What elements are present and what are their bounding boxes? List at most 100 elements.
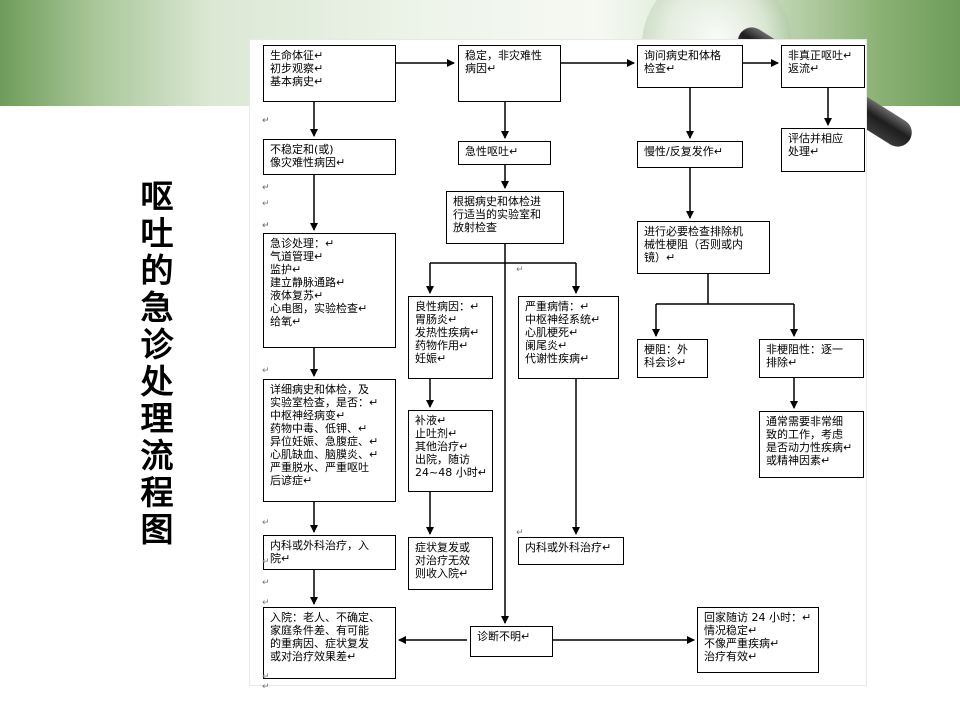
flow-box-line: 则收入院↵ <box>415 567 469 580</box>
flow-box-line: 止吐剂↵ <box>415 427 458 440</box>
flow-box-line: 治疗有效↵ <box>704 650 758 663</box>
flow-box-line: 科会诊↵ <box>644 356 687 369</box>
flow-box-line: 械性梗阻（否则或内 <box>644 238 743 251</box>
flow-box-line: 建立静脉通路↵ <box>270 276 346 289</box>
flow-box-line: 稳定，非灾难性 <box>465 49 542 62</box>
flow-box-line: 良性病因：↵ <box>415 300 480 313</box>
flow-box-line: 的重病因、症状复发 <box>270 637 369 650</box>
flow-box-line: 镜）↵ <box>644 251 676 264</box>
flow-box-line: 处理↵ <box>788 145 820 158</box>
flow-box-line: 基本病史↵ <box>270 75 324 88</box>
flow-box-line: 返流↵ <box>788 62 820 75</box>
page-title-char: 流 <box>140 436 174 475</box>
page-title-char: 处 <box>140 362 174 401</box>
flow-box-line: 根据病史和体检进 <box>453 195 541 208</box>
flow-box-line: 家庭条件差、有可能 <box>270 624 369 637</box>
flow-box-line: 24~48 小时↵ <box>415 466 487 479</box>
paragraph-mark: ↵ <box>262 221 270 231</box>
flow-box-line: 气道管理↵ <box>270 250 324 263</box>
flow-box-line: 急诊处理：↵ <box>270 237 335 250</box>
flow-box-line: 胃肠炎↵ <box>415 313 458 326</box>
flow-box-mechanical: 进行必要检查排除机械性梗阻（否则或内镜）↵ <box>637 221 770 274</box>
flow-box-followup: 回家随访 24 小时：↵情况稳定↵不像严重疾病↵治疗有效↵ <box>697 607 819 673</box>
flow-box-line: 药物中毒、低钾、↵ <box>270 422 368 435</box>
flow-box-notreal: 非真正呕吐↵返流↵ <box>781 45 865 88</box>
flow-box-chronic: 慢性/反复发作↵ <box>637 141 743 168</box>
paragraph-mark: ↵ <box>262 366 270 376</box>
paragraph-mark: ↵ <box>262 578 270 588</box>
flow-box-unstable: 不稳定和(或)像灾难性病因↵ <box>263 139 396 175</box>
flow-box-line: 后谚症↵ <box>270 474 313 487</box>
paragraph-mark: ↵ <box>262 682 270 692</box>
flow-box-line: 是否动力性疾病↵ <box>766 441 853 454</box>
flow-box-line: 代谢性疾病↵ <box>525 352 590 365</box>
flow-box-line: 监护↵ <box>270 263 302 276</box>
flow-box-line: 出院，随访 <box>415 453 470 466</box>
flow-box-line: 发热性疾病↵ <box>415 326 480 339</box>
flow-box-medsurg2: 内科或外科治疗↵ <box>518 537 624 565</box>
flow-box-relapse: 症状复发或对治疗无效则收入院↵ <box>408 537 493 590</box>
flow-box-emergency: 急诊处理：↵气道管理↵监护↵建立静脉通路↵液体复苏↵心电图，实验检查↵给氧↵ <box>263 233 396 348</box>
flow-box-medsurg1: 内科或外科治疗，入院↵ <box>263 535 396 570</box>
page-title-char: 的 <box>140 251 174 290</box>
flow-box-line: 询问病史和体格 <box>644 49 721 62</box>
flow-box-line: 初步观察↵ <box>270 62 324 75</box>
flow-box-line: 异位妊娠、急腹症、↵ <box>270 435 379 448</box>
flow-box-line: 心电图，实验检查↵ <box>270 302 368 315</box>
flow-box-careful: 通常需要非常细致的工作，考虑是否动力性疾病↵或精神因素↵ <box>759 411 864 478</box>
paragraph-mark: ↵ <box>516 265 524 275</box>
flow-box-evaluate: 评估并相应处理↵ <box>781 128 865 172</box>
paragraph-mark: ↵ <box>262 183 270 193</box>
paragraph-mark: ↵ <box>262 221 270 231</box>
flow-box-line: 心肌缺血、脑膜炎、↵ <box>270 448 379 461</box>
flow-box-line: 严重病情：↵ <box>525 300 590 313</box>
paragraph-mark: ↵ <box>262 199 270 209</box>
page-title-char: 呕 <box>140 177 174 216</box>
flow-box-line: 症状复发或 <box>415 541 470 554</box>
flow-box-line: 液体复苏↵ <box>270 289 324 302</box>
flow-box-line: 院↵ <box>270 552 291 565</box>
page-title-char: 诊 <box>140 325 174 364</box>
flow-box-detailed: 详细病史和体检，及实验室检查，是否：↵中枢神经病变↵药物中毒、低钾、↵异位妊娠、… <box>263 379 396 502</box>
flow-box-line: 或对治疗效果差↵ <box>270 650 357 663</box>
paragraph-mark: ↵ <box>262 116 270 126</box>
flow-box-admit: 入院：老人、不确定、家庭条件差、有可能的重病因、症状复发或对治疗效果差↵ <box>263 607 396 679</box>
flow-box-unclear: 诊断不明↵ <box>470 626 553 657</box>
flow-box-acute: 急性呕吐↵ <box>458 141 551 165</box>
flow-box-line: 急性呕吐↵ <box>465 145 519 158</box>
flow-box-inquire: 询问病史和体格检查↵ <box>637 45 743 88</box>
flow-box-benign: 良性病因：↵胃肠炎↵发热性疾病↵药物作用↵妊娠↵ <box>408 296 493 379</box>
flow-box-line: 详细病史和体检，及 <box>270 383 369 396</box>
page-title: 呕吐的急诊处理流程图 <box>137 178 177 548</box>
flow-box-line: 生命体征↵ <box>270 49 324 62</box>
flow-box-line: 内科或外科治疗↵ <box>525 541 612 554</box>
flow-box-line: 通常需要非常细 <box>766 415 843 428</box>
page-title-char: 图 <box>140 510 174 549</box>
flow-box-line: 补液↵ <box>415 414 447 427</box>
flow-box-line: 放射检查 <box>453 221 497 234</box>
flow-box-line: 慢性/反复发作↵ <box>644 145 723 158</box>
paragraph-mark: ↵ <box>262 598 270 608</box>
paragraph-mark: ↵ <box>262 518 270 528</box>
page-title-char: 程 <box>140 473 174 512</box>
paragraph-mark: ↵ <box>262 183 270 193</box>
flow-box-line: 排除↵ <box>766 356 798 369</box>
flow-box-line: 内科或外科治疗，入 <box>270 539 369 552</box>
paragraph-mark: ↵ <box>262 672 270 682</box>
page-title-char: 理 <box>140 399 174 438</box>
flow-box-line: 行适当的实验室和 <box>453 208 541 221</box>
flow-box-line: 阑尾炎↵ <box>525 339 568 352</box>
flow-box-line: 入院：老人、不确定、 <box>270 611 380 624</box>
flow-box-line: 梗阻：外 <box>644 343 688 356</box>
paragraph-mark: ↵ <box>262 116 270 126</box>
flow-box-line: 给氧↵ <box>270 315 302 328</box>
flow-box-line: 中枢神经系统↵ <box>525 313 601 326</box>
flow-box-line: 诊断不明↵ <box>477 630 531 643</box>
flow-box-obstruct: 梗阻：外科会诊↵ <box>637 339 708 378</box>
paragraph-mark: ↵ <box>516 528 524 538</box>
flow-box-line: 非梗阻性：逐一 <box>766 343 843 356</box>
flow-box-line: 妊娠↵ <box>415 352 447 365</box>
flow-box-line: 实验室检查，是否：↵ <box>270 396 379 409</box>
